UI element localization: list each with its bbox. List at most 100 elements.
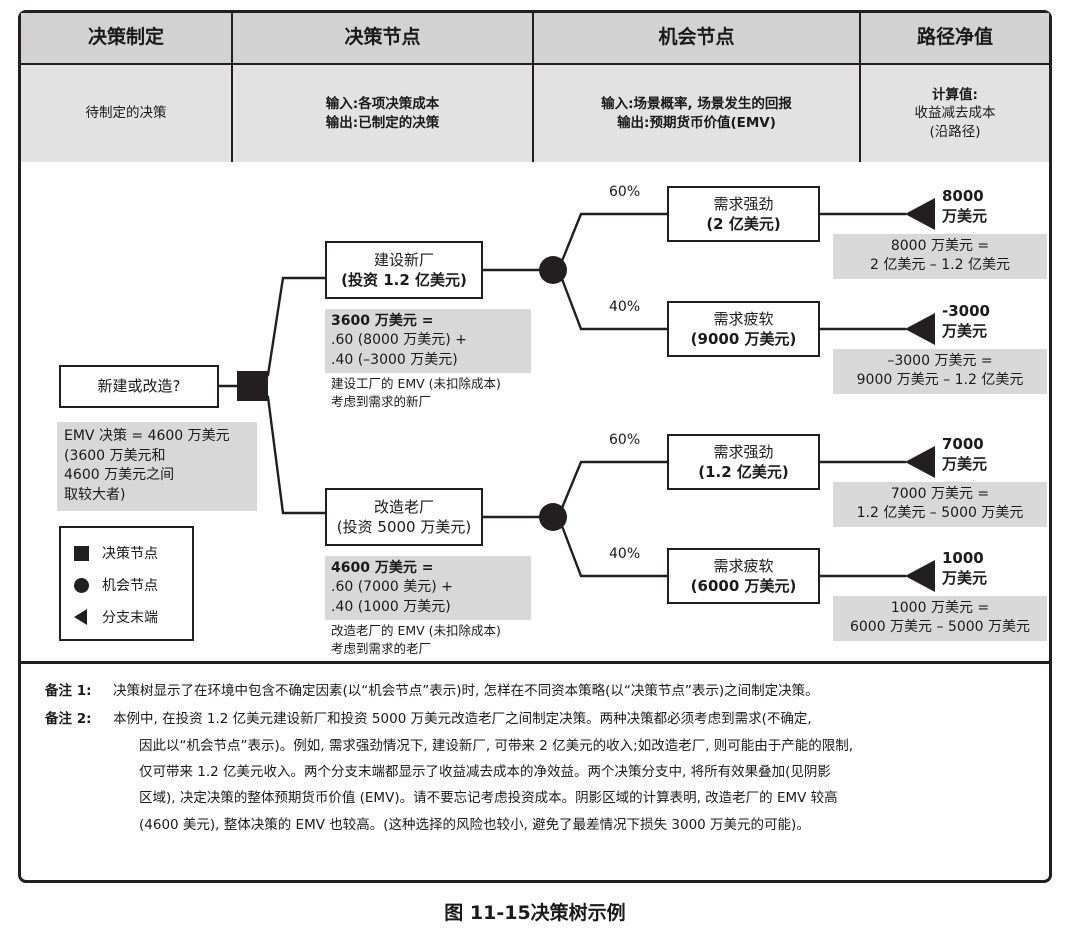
emv-note-retrofit-old-plant: 改造老厂的 EMV (未扣除成本) 考虑到需求的老厂 [331,622,561,658]
branch-end-triangle-icon [74,609,100,625]
legend-item-decision-node: 决策节点 [74,537,192,569]
note-1: 备注 1: 决策树显示了在环境中包含不确定因素(以“机会节点”表示)时, 怎样在… [45,678,1027,704]
header-body-line: 输出:已制定的决策 [325,114,440,131]
diagram-outer-frame [18,10,1052,883]
header-body-line: 计算值: [932,87,978,104]
note-line: 区域), 决定决策的整体预期货币价值 (EMV)。请不要忘记考虑投资成本。阴影区… [139,790,838,807]
note-2: 备注 2: 本例中, 在投资 1.2 亿美元建设新厂和投资 5000 万美元改造… [45,706,1027,838]
probability-label-b1-o2: 40% [609,299,641,315]
net-value-line-2: 9000 万美元 – 1.2 亿美元 [856,372,1024,389]
emv-calc-line-3: .40 (–3000 万美元) [331,351,458,368]
decision-box-line-1: 改造老厂 [373,497,434,516]
outcome-box-weak-demand-new[interactable]: 需求疲软 (9000 万美元) [667,301,820,357]
leaf-value-line-1: 1000 [942,549,984,567]
emv-calc-line-2: .60 (8000 万美元) + [331,332,467,349]
header-body-decision-making: 待制定的决策 [21,65,233,162]
emv-decision-line-1: EMV 决策 = 4600 万美元 [64,428,230,444]
branch-end-triangle-icon-3 [905,446,935,478]
decision-tree-diagram: 新建或改造? EMV 决策 = 4600 万美元 (3600 万美元和 4600… [21,162,1049,664]
header-body-line: 输入:各项决策成本 [325,96,440,113]
decision-node-square-icon [74,545,100,561]
outcome-box-weak-demand-old[interactable]: 需求疲软 (6000 万美元) [667,548,820,604]
leaf-value-line-2: 万美元 [942,321,988,340]
outcome-line-2: (9000 万美元) [690,330,797,348]
header-title-decision-making: 决策制定 [21,13,233,65]
note-line: (4600 美元), 整体决策的 EMV 也较高。(这种选择的风险也较小, 避免… [139,816,810,833]
emv-calc-line-3: .40 (1000 万美元) [331,598,451,615]
outcome-line-2: (2 亿美元) [706,215,781,233]
legend-item-chance-node: 机会节点 [74,569,192,601]
outcome-line-1: 需求强劲 [713,194,774,213]
net-value-box-b2-o1: 7000 万美元 = 1.2 亿美元 – 5000 万美元 [833,482,1047,527]
header-title-row: 决策制定 决策节点 机会节点 路径净值 [21,13,1049,65]
header-body-line: 输入:场景概率, 场景发生的回报 [601,96,792,113]
outcome-line-2: (6000 万美元) [690,577,797,595]
root-decision-box[interactable]: 新建或改造? [59,365,219,408]
leaf-value-line-2: 万美元 [942,568,988,587]
header-body-chance-node: 输入:场景概率, 场景发生的回报 输出:预期货币价值(EMV) [534,65,861,162]
outcome-line-1: 需求疲软 [713,309,774,328]
decision-box-build-new-plant[interactable]: 建设新厂 (投资 1.2 亿美元) [325,241,483,299]
outcome-box-strong-demand-old[interactable]: 需求强劲 (1.2 亿美元) [667,434,820,490]
decision-box-line-2: (投资 5000 万美元) [336,518,472,536]
leaf-value-b1-o1: 8000 万美元 [942,187,987,226]
branch-end-triangle-icon-1 [905,198,935,230]
header-body-path-net-value: 计算值: 收益减去成本 (沿路径) [861,65,1049,162]
notes-section: 备注 1: 决策树显示了在环境中包含不确定因素(以“机会节点”表示)时, 怎样在… [21,664,1049,880]
emv-decision-line-2: (3600 万美元和 [64,447,166,464]
net-value-box-b1-o1: 8000 万美元 = 2 亿美元 – 1.2 亿美元 [833,234,1047,279]
leaf-value-line-1: -3000 [942,302,990,320]
decision-box-retrofit-old-plant[interactable]: 改造老厂 (投资 5000 万美元) [325,488,483,546]
header-title-path-net-value: 路径净值 [861,13,1049,65]
chance-node-circle-icon [74,577,100,593]
chance-node-circle-icon-top [539,256,567,284]
note-1-label: 备注 1: [45,683,92,699]
emv-note-line-1: 建设工厂的 EMV (未扣除成本) [331,376,501,391]
legend: 决策节点 机会节点 分支末端 [59,526,194,641]
tree-connector-lines [216,198,935,592]
leaf-value-b2-o1: 7000 万美元 [942,435,987,474]
header-table: 决策制定 决策节点 机会节点 路径净值 待制定的决策 输入:各项决策成本 输出:… [21,13,1049,162]
net-value-line-2: 2 亿美元 – 1.2 亿美元 [870,257,1010,274]
chance-node-circle-icon-bottom [539,503,567,531]
emv-note-line-1: 改造老厂的 EMV (未扣除成本) [331,623,501,638]
emv-note-line-2: 考虑到需求的新厂 [331,394,432,410]
decision-box-line-1: 建设新厂 [373,250,434,269]
figure-caption: 图 11-15决策树示例 [444,902,626,924]
note-2-label: 备注 2: [45,711,92,728]
emv-calc-line-2: .60 (7000 美元) + [331,579,453,596]
net-value-line-1: –3000 万美元 = [887,353,993,369]
probability-label-b1-o1: 60% [609,184,641,200]
emv-calc-line-1: 3600 万美元 = [331,313,434,329]
net-value-line-1: 1000 万美元 = [890,600,990,616]
emv-calc-box-retrofit-old-plant: 4600 万美元 = .60 (7000 美元) + .40 (1000 万美元… [325,556,531,620]
note-1-body: 决策树显示了在环境中包含不确定因素(以“机会节点”表示)时, 怎样在不同资本策略… [113,678,1027,704]
emv-note-build-new-plant: 建设工厂的 EMV (未扣除成本) 考虑到需求的新厂 [331,375,561,411]
emv-calc-line-1: 4600 万美元 = [331,560,434,576]
header-body-line: (沿路径) [929,123,981,140]
probability-label-b2-o2: 40% [609,546,641,562]
header-body-line: 输出:预期货币价值(EMV) [617,114,776,131]
decision-box-line-2: (投资 1.2 亿美元) [341,271,467,289]
net-value-line-2: 6000 万美元 – 5000 万美元 [849,619,1031,636]
legend-item-branch-end: 分支末端 [74,601,192,633]
header-body-decision-node: 输入:各项决策成本 输出:已制定的决策 [233,65,534,162]
emv-calc-box-build-new-plant: 3600 万美元 = .60 (8000 万美元) + .40 (–3000 万… [325,309,531,373]
note-line: 决策树显示了在环境中包含不确定因素(以“机会节点”表示)时, 怎样在不同资本策略… [113,683,819,699]
net-value-box-b1-o2: –3000 万美元 = 9000 万美元 – 1.2 亿美元 [833,349,1047,394]
emv-decision-summary-box: EMV 决策 = 4600 万美元 (3600 万美元和 4600 万美元之间 … [57,422,257,512]
legend-label: 决策节点 [102,546,158,562]
leaf-value-line-2: 万美元 [942,454,988,473]
root-decision-label: 新建或改造? [97,377,181,396]
note-line: 仅可带来 1.2 亿美元收入。两个分支末端都显示了收益减去成本的净效益。两个决策… [139,763,831,780]
outcome-line-1: 需求疲软 [713,556,774,575]
leaf-value-line-2: 万美元 [942,206,988,225]
header-title-chance-node: 机会节点 [534,13,861,65]
note-line: 因此以“机会节点”表示)。例如, 需求强劲情况下, 建设新厂, 可带来 2 亿美… [139,737,854,754]
emv-decision-line-4: 取较大者) [64,486,126,503]
net-value-line-2: 1.2 亿美元 – 5000 万美元 [856,505,1024,522]
outcome-box-strong-demand-new[interactable]: 需求强劲 (2 亿美元) [667,186,820,242]
leaf-value-b2-o2: 1000 万美元 [942,549,987,588]
leaf-value-b1-o2: -3000 万美元 [942,302,990,341]
